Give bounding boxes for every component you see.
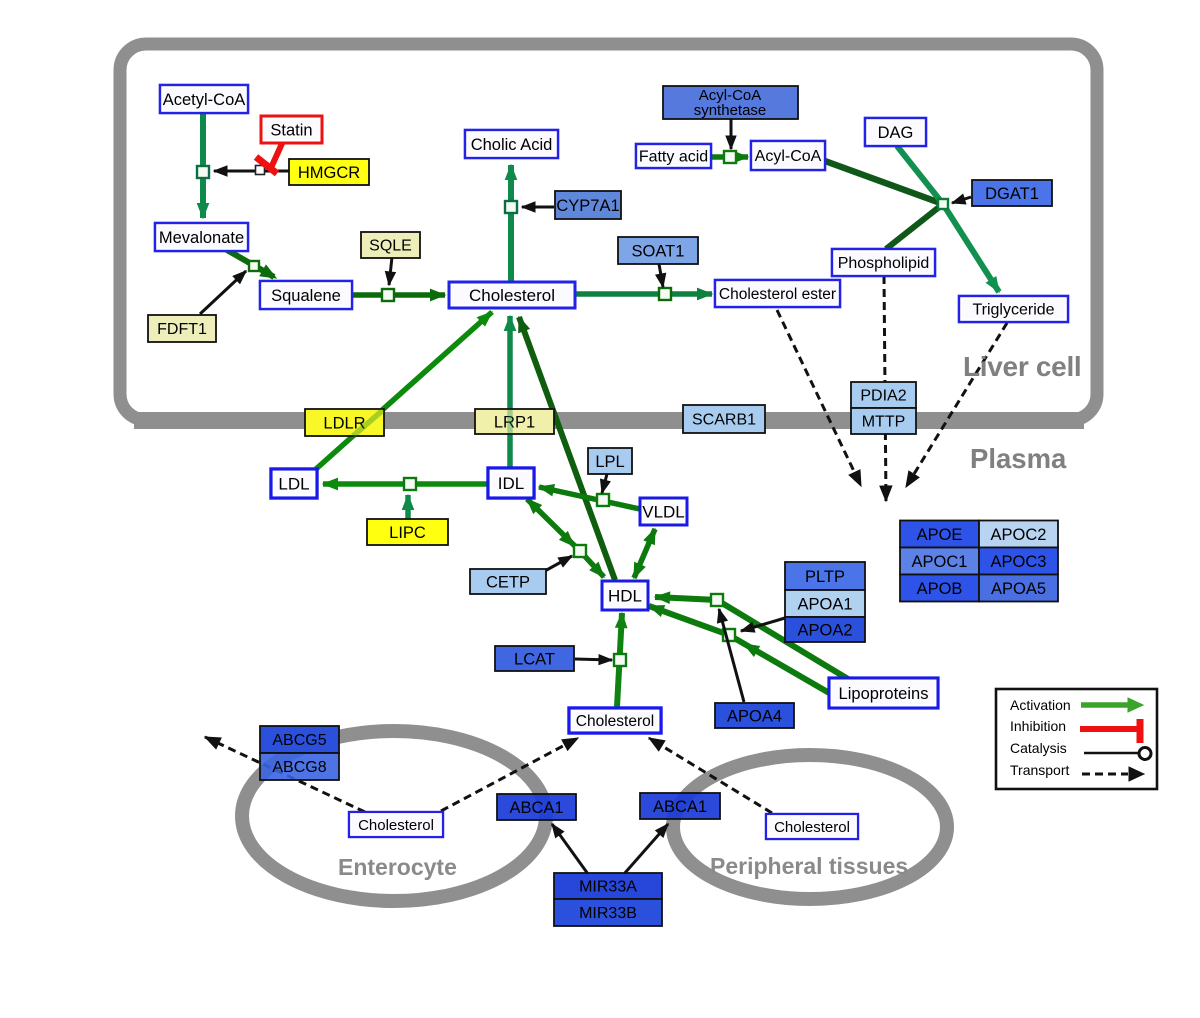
svg-text:Cholesterol: Cholesterol xyxy=(358,817,434,834)
svg-text:PDIA2: PDIA2 xyxy=(860,388,906,405)
svg-text:MIR33A: MIR33A xyxy=(579,879,637,896)
svg-text:LIPC: LIPC xyxy=(389,524,426,542)
svg-text:MTTP: MTTP xyxy=(862,414,906,431)
svg-text:HDL: HDL xyxy=(608,586,642,605)
svg-text:Acyl-CoA: Acyl-CoA xyxy=(755,148,822,165)
svg-text:SCARB1: SCARB1 xyxy=(692,412,756,429)
svg-text:Statin: Statin xyxy=(270,121,312,139)
svg-text:LDLR: LDLR xyxy=(323,414,365,432)
svg-text:ABCA1: ABCA1 xyxy=(653,798,707,816)
svg-text:Activation: Activation xyxy=(1010,697,1071,713)
svg-text:APOA1: APOA1 xyxy=(797,595,852,613)
svg-text:PLTP: PLTP xyxy=(805,568,845,586)
svg-text:VLDL: VLDL xyxy=(642,502,685,521)
svg-text:APOA4: APOA4 xyxy=(727,707,782,725)
svg-text:LRP1: LRP1 xyxy=(494,413,535,431)
svg-text:APOA5: APOA5 xyxy=(991,580,1046,598)
svg-text:Acyl-CoA: Acyl-CoA xyxy=(699,87,762,104)
svg-text:ABCA1: ABCA1 xyxy=(509,799,563,817)
svg-text:FDFT1: FDFT1 xyxy=(157,321,207,338)
svg-text:IDL: IDL xyxy=(498,474,524,493)
svg-text:APOB: APOB xyxy=(917,580,963,598)
svg-text:APOC1: APOC1 xyxy=(912,553,968,571)
svg-text:Lipoproteins: Lipoproteins xyxy=(839,685,929,703)
svg-text:Squalene: Squalene xyxy=(271,287,341,305)
svg-text:APOC3: APOC3 xyxy=(991,553,1047,571)
svg-text:DGAT1: DGAT1 xyxy=(985,185,1039,203)
svg-text:Phospholipid: Phospholipid xyxy=(838,255,930,272)
svg-text:Acetyl-CoA: Acetyl-CoA xyxy=(163,91,246,109)
svg-text:Cholic Acid: Cholic Acid xyxy=(471,136,553,154)
svg-text:Triglyceride: Triglyceride xyxy=(972,302,1054,319)
svg-text:Catalysis: Catalysis xyxy=(1010,740,1067,756)
svg-text:ABCG8: ABCG8 xyxy=(272,759,326,776)
svg-text:APOE: APOE xyxy=(917,526,963,544)
svg-text:Liver cell: Liver cell xyxy=(963,351,1081,382)
svg-text:Inhibition: Inhibition xyxy=(1010,718,1066,734)
svg-text:LCAT: LCAT xyxy=(514,650,555,668)
svg-text:CYP7A1: CYP7A1 xyxy=(556,197,619,215)
svg-text:LPL: LPL xyxy=(595,453,624,471)
svg-text:Plasma: Plasma xyxy=(970,443,1067,474)
svg-text:DAG: DAG xyxy=(878,124,914,142)
svg-text:MIR33B: MIR33B xyxy=(579,905,637,922)
svg-text:Cholesterol: Cholesterol xyxy=(469,286,555,305)
svg-text:APOC2: APOC2 xyxy=(991,526,1047,544)
svg-text:CETP: CETP xyxy=(486,573,530,591)
svg-text:Cholesterol ester: Cholesterol ester xyxy=(719,286,836,303)
svg-text:Fatty acid: Fatty acid xyxy=(639,149,708,166)
svg-text:synthetase: synthetase xyxy=(694,102,767,119)
svg-text:LDL: LDL xyxy=(278,474,309,493)
svg-text:Cholesterol: Cholesterol xyxy=(774,819,850,836)
svg-text:ABCG5: ABCG5 xyxy=(272,732,326,749)
svg-text:APOA2: APOA2 xyxy=(797,621,852,639)
svg-text:Transport: Transport xyxy=(1010,762,1070,778)
svg-text:SOAT1: SOAT1 xyxy=(632,242,685,260)
svg-text:HMGCR: HMGCR xyxy=(298,164,360,182)
svg-text:Mevalonate: Mevalonate xyxy=(159,229,244,247)
svg-text:Cholesterol: Cholesterol xyxy=(576,713,654,730)
svg-text:Peripheral tissues: Peripheral tissues xyxy=(710,853,908,879)
svg-text:SQLE: SQLE xyxy=(369,238,412,255)
svg-text:Enterocyte: Enterocyte xyxy=(338,854,457,880)
